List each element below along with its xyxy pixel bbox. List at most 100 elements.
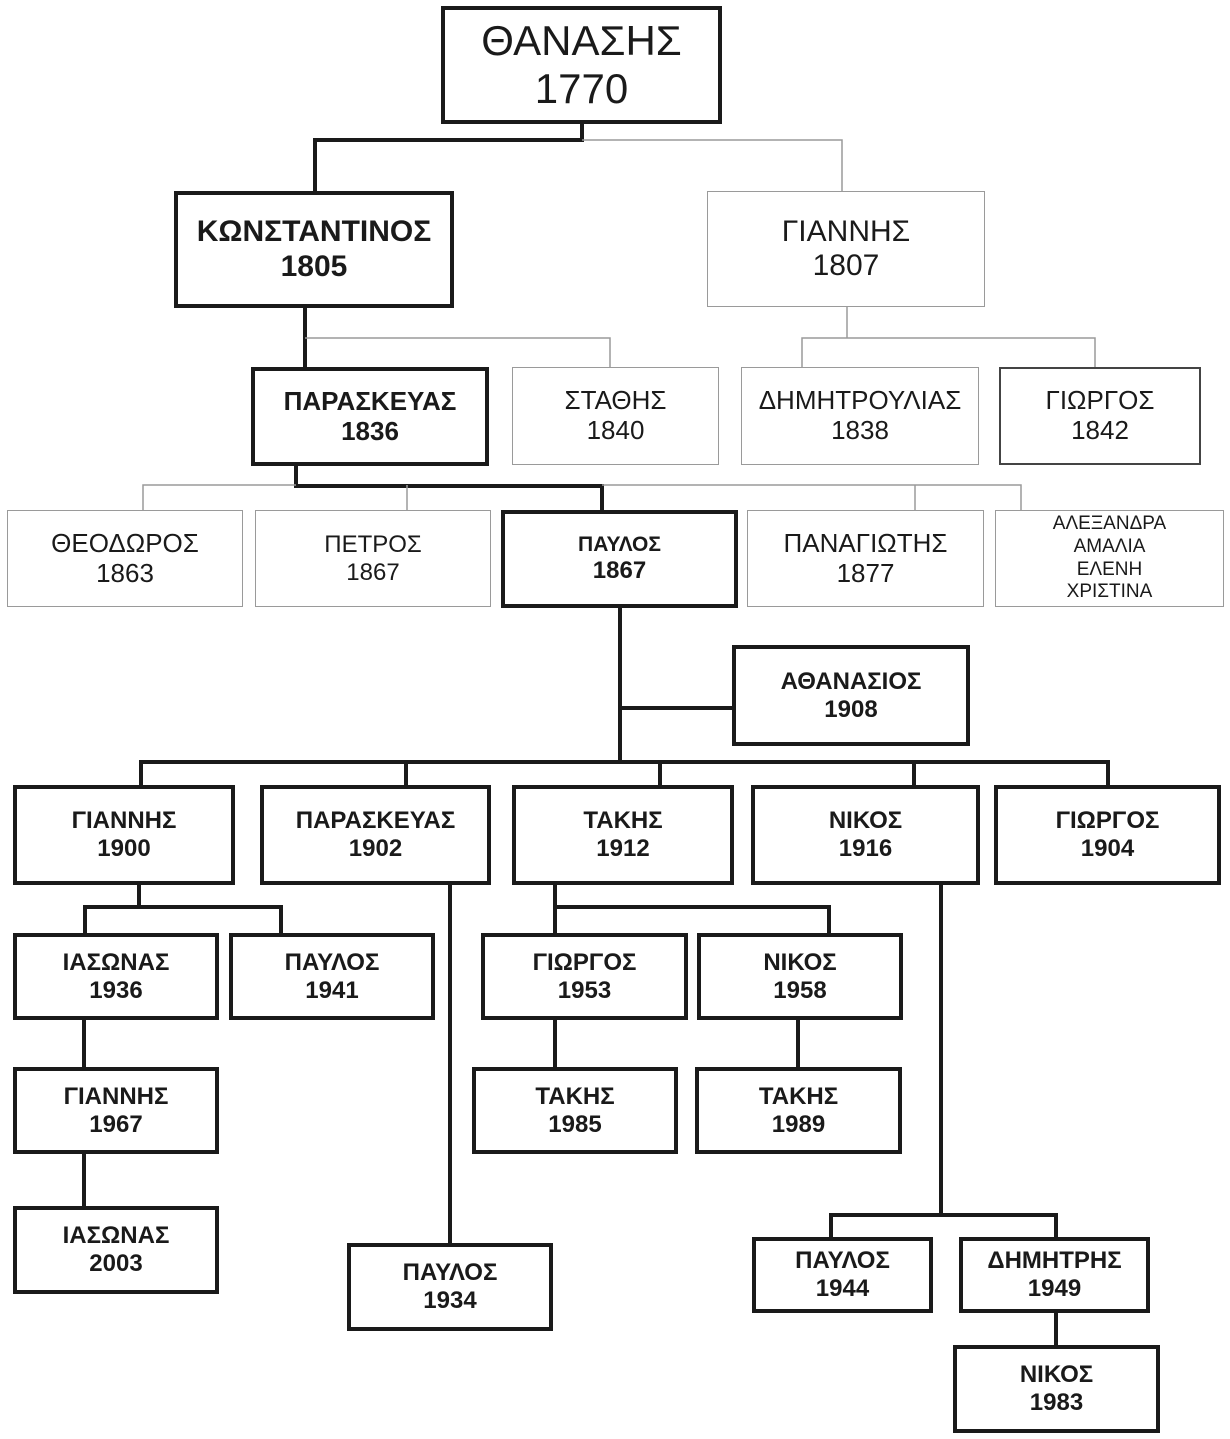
person-name: ΠΑΥΛΟΣ: [284, 948, 380, 976]
link-to-panagiotis-sisters: [602, 484, 1022, 510]
person-year: 1989: [771, 1110, 826, 1138]
person-year: 1912: [596, 835, 650, 862]
person-year: 1949: [1027, 1275, 1082, 1302]
person-giannis-1967[interactable]: ΓΙΑΝΝΗΣ 1967: [13, 1067, 219, 1154]
person-name: ΑΘΑΝΑΣΙΟΣ: [780, 667, 922, 695]
person-year: 1863: [96, 557, 154, 588]
person-name: ΠΑΥΛΟΣ: [402, 1259, 498, 1287]
link-thanasis-konstantinos: [313, 122, 584, 193]
person-year: 1908: [824, 695, 878, 723]
person-year: 1867: [592, 557, 647, 585]
person-name: ΧΡΙΣΤΙΝΑ: [1066, 581, 1153, 603]
person-name: ΓΙΑΝΝΗΣ: [781, 214, 911, 248]
person-name: ΝΙΚΟΣ: [1019, 1361, 1094, 1389]
link-to-dimitroulias: [801, 337, 1096, 367]
person-athanasios[interactable]: ΑΘΑΝΑΣΙΟΣ 1908: [732, 645, 970, 746]
link-to-theodoros: [142, 484, 296, 510]
person-takis-1912[interactable]: ΤΑΚΗΣ 1912: [512, 785, 734, 885]
person-name: ΓΙΩΡΓΟΣ: [1045, 385, 1155, 416]
person-takis-1985[interactable]: ΤΑΚΗΣ 1985: [472, 1067, 678, 1154]
link-paraskevas-pavlos: [294, 464, 604, 512]
person-giorgos-1842[interactable]: ΓΙΩΡΓΟΣ 1842: [999, 367, 1201, 465]
person-name: ΝΙΚΟΣ: [763, 948, 837, 976]
person-year: 1807: [812, 249, 880, 282]
person-name: ΔΗΜΗΤΡΟΥΛΙΑΣ: [758, 385, 962, 416]
person-stathis[interactable]: ΣΤΑΘΗΣ 1840: [512, 367, 719, 465]
person-year: 1936: [89, 976, 143, 1004]
person-name: ΓΙΑΝΝΗΣ: [63, 1082, 169, 1110]
person-name: ΤΑΚΗΣ: [758, 1082, 839, 1110]
person-name: ΠΑΥΛΟΣ: [795, 1247, 890, 1275]
person-year: 1770: [534, 65, 629, 112]
person-name: ΘΑΝΑΣΗΣ: [481, 16, 682, 64]
person-name: ΘΕΟΔΩΡΟΣ: [51, 527, 199, 558]
person-dimitroulias[interactable]: ΔΗΜΗΤΡΟΥΛΙΑΣ 1838: [741, 367, 979, 465]
link-thanasis-giannis1807: [582, 139, 843, 191]
person-name: ΣΤΑΘΗΣ: [564, 385, 667, 416]
link-takis1912-children: [553, 882, 831, 935]
person-year: 1867: [346, 558, 400, 586]
person-year: 1840: [586, 415, 645, 445]
person-name: ΙΑΣΩΝΑΣ: [62, 948, 170, 976]
person-name: ΕΛΕΝΗ: [1076, 558, 1143, 580]
person-pavlos-1941[interactable]: ΠΑΥΛΟΣ 1941: [229, 933, 435, 1020]
person-paraskevas-1836[interactable]: ΠΑΡΑΣΚΕΥΑΣ 1836: [251, 367, 489, 466]
person-iasonas-1936[interactable]: ΙΑΣΩΝΑΣ 1936: [13, 933, 219, 1020]
person-giannis-1900[interactable]: ΓΙΑΝΝΗΣ 1900: [13, 785, 235, 885]
person-name: ΙΑΣΩΝΑΣ: [62, 1222, 170, 1250]
person-panagiotis[interactable]: ΠΑΝΑΓΙΩΤΗΣ 1877: [747, 510, 984, 607]
person-thanasis[interactable]: ΘΑΝΑΣΗΣ 1770: [441, 6, 722, 124]
person-year: 1983: [1029, 1389, 1084, 1416]
person-name: ΠΑΝΑΓΙΩΤΗΣ: [783, 527, 948, 558]
person-giorgos-1953[interactable]: ΓΙΩΡΓΟΣ 1953: [481, 933, 688, 1020]
person-giorgos-1904[interactable]: ΓΙΩΡΓΟΣ 1904: [994, 785, 1221, 885]
person-sisters[interactable]: ΑΛΕΞΑΝΔΡΑ ΑΜΑΛΙΑ ΕΛΕΝΗ ΧΡΙΣΤΙΝΑ: [995, 510, 1224, 607]
person-dimitris-1949[interactable]: ΔΗΜΗΤΡΗΣ 1949: [959, 1237, 1150, 1313]
person-name: ΓΙΑΝΝΗΣ: [71, 807, 177, 835]
person-takis-1989[interactable]: ΤΑΚΗΣ 1989: [695, 1067, 902, 1154]
person-iasonas-2003[interactable]: ΙΑΣΩΝΑΣ 2003: [13, 1206, 219, 1294]
person-year: 1967: [89, 1110, 143, 1138]
person-name: ΝΙΚΟΣ: [828, 807, 903, 835]
person-year: 1934: [423, 1287, 477, 1314]
link-nikos1916-children: [829, 882, 943, 1239]
person-year: 2003: [89, 1250, 143, 1277]
person-giannis-1807[interactable]: ΓΙΑΝΝΗΣ 1807: [707, 191, 985, 307]
person-year: 1900: [97, 835, 151, 862]
person-name: ΓΙΩΡΓΟΣ: [532, 948, 637, 976]
person-paraskevas-1902[interactable]: ΠΑΡΑΣΚΕΥΑΣ 1902: [260, 785, 491, 885]
person-pavlos-1944[interactable]: ΠΑΥΛΟΣ 1944: [752, 1237, 933, 1313]
person-year: 1944: [815, 1275, 870, 1302]
person-name: ΠΑΥΛΟΣ: [578, 533, 661, 557]
person-name: ΓΙΩΡΓΟΣ: [1055, 807, 1160, 835]
person-pavlos-1934[interactable]: ΠΑΥΛΟΣ 1934: [347, 1243, 553, 1331]
person-name: ΔΗΜΗΤΡΗΣ: [987, 1247, 1122, 1275]
person-nikos-1958[interactable]: ΝΙΚΟΣ 1958: [697, 933, 903, 1020]
person-year: 1877: [836, 557, 895, 588]
link-to-pavlos1941: [83, 905, 283, 935]
person-year: 1902: [348, 835, 403, 862]
person-year: 1838: [831, 415, 889, 445]
person-name: ΤΑΚΗΣ: [535, 1082, 615, 1110]
person-nikos-1983[interactable]: ΝΙΚΟΣ 1983: [953, 1345, 1160, 1433]
person-name: ΠΑΡΑΣΚΕΥΑΣ: [283, 385, 457, 416]
person-year: 1958: [773, 976, 827, 1004]
person-name: ΤΑΚΗΣ: [583, 807, 663, 835]
person-petros[interactable]: ΠΕΤΡΟΣ 1867: [255, 510, 491, 607]
person-year: 1916: [838, 835, 893, 862]
person-konstantinos[interactable]: ΚΩΝΣΤΑΝΤΙΝΟΣ 1805: [174, 191, 454, 308]
person-name: ΑΛΕΞΑΝΔΡΑ: [1052, 512, 1167, 534]
person-year: 1805: [280, 249, 348, 283]
person-year: 1941: [305, 976, 359, 1004]
sisters-names: ΑΛΕΞΑΝΔΡΑ ΑΜΑΛΙΑ ΕΛΕΝΗ ΧΡΙΣΤΙΝΑ: [1053, 513, 1166, 604]
link-gen5-bar: [139, 760, 1110, 787]
person-theodoros[interactable]: ΘΕΟΔΩΡΟΣ 1863: [7, 510, 243, 607]
person-pavlos-1867[interactable]: ΠΑΥΛΟΣ 1867: [501, 510, 738, 608]
person-nikos-1916[interactable]: ΝΙΚΟΣ 1916: [751, 785, 980, 885]
person-name: ΠΕΤΡΟΣ: [324, 530, 422, 558]
person-year: 1985: [548, 1110, 602, 1138]
person-year: 1842: [1071, 415, 1129, 445]
person-name: ΚΩΝΣΤΑΝΤΙΝΟΣ: [196, 215, 432, 248]
